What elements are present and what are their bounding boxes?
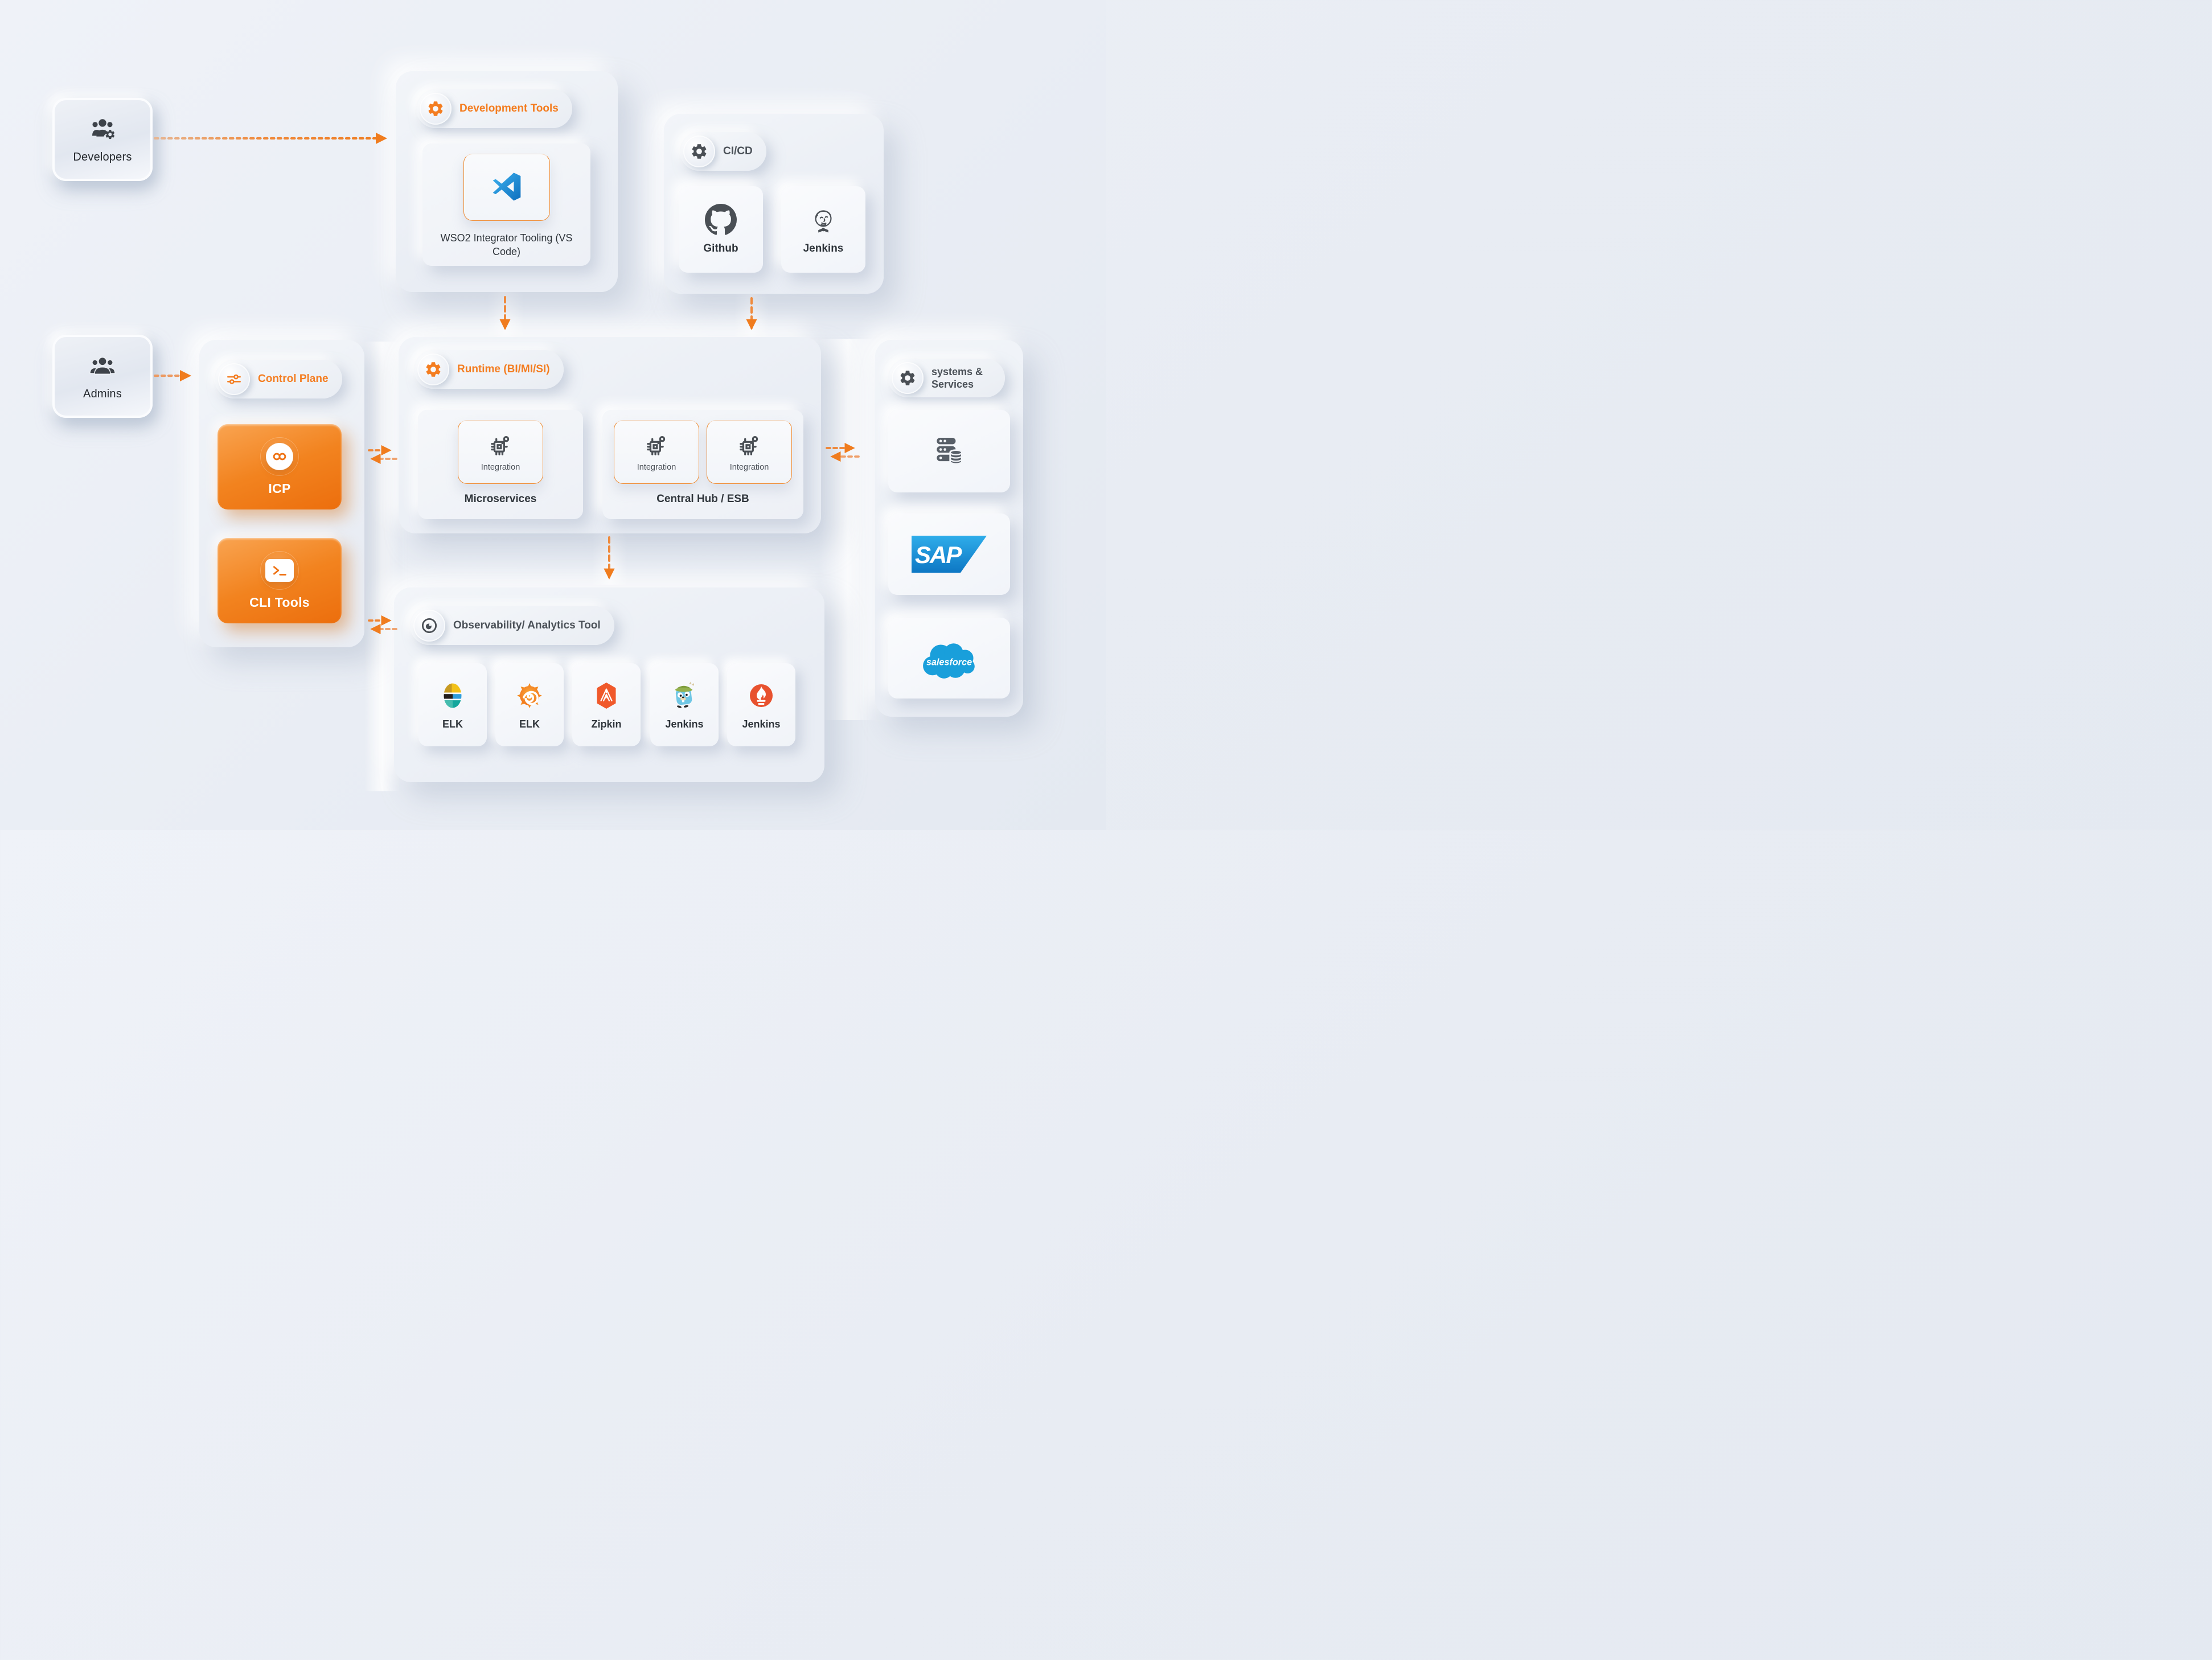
systems-services-title: systems & Services — [931, 365, 983, 391]
systems-services-panel: systems & Services — [875, 340, 1023, 717]
jaeger-gopher-icon — [668, 680, 700, 712]
light-band — [819, 339, 877, 720]
runtime-title-pill: Runtime (BI/MI/SI) — [414, 350, 564, 389]
systems-services-title-pill: systems & Services — [888, 359, 1005, 397]
terminal-icon — [261, 551, 298, 589]
wso2-tooling-label: WSO2 Integrator Tooling (VS Code) — [440, 232, 573, 258]
jenkins-jaeger-card: Jenkins — [650, 663, 719, 746]
microservices-card: Integration Microservices — [418, 410, 583, 519]
vscode-chipbox — [463, 154, 550, 221]
server-database-icon — [931, 434, 967, 469]
light-band — [734, 291, 769, 339]
elk-grafana-card: ELK — [495, 663, 564, 746]
runtime-panel: Runtime (BI/MI/SI) Integration Microserv… — [399, 337, 821, 533]
eye-icon — [413, 610, 445, 642]
prometheus-icon — [745, 680, 777, 712]
elk-elasticsearch-card: ELK — [418, 663, 487, 746]
light-band — [592, 531, 627, 585]
microservices-label: Microservices — [464, 493, 537, 505]
development-tools-panel: Development Tools WSO2 Integrator Toolin… — [396, 71, 618, 292]
observability-title-pill: Observability/ Analytics Tool — [410, 606, 614, 645]
integration-chipbox: Integration — [458, 420, 543, 484]
elk-label: ELK — [519, 718, 540, 730]
wso2-tooling-card: WSO2 Integrator Tooling (VS Code) — [422, 143, 590, 266]
cli-tools-label: CLI Tools — [249, 594, 310, 610]
jenkins-prometheus-card: Jenkins — [727, 663, 795, 746]
github-card: Github — [679, 186, 763, 273]
integration-chip-icon — [487, 432, 514, 458]
vscode-icon — [489, 170, 524, 205]
elk-label: ELK — [442, 718, 463, 730]
grafana-icon — [514, 680, 545, 712]
central-hub-label: Central Hub / ESB — [656, 493, 749, 505]
light-band — [487, 289, 524, 340]
developers-label: Developers — [73, 150, 132, 163]
gear-icon — [892, 362, 924, 394]
enterprise-systems-card — [888, 410, 1010, 492]
jenkins-label: Jenkins — [665, 718, 704, 730]
integration-chip-label: Integration — [729, 463, 769, 472]
icp-label: ICP — [268, 480, 291, 496]
cli-tools-button: CLI Tools — [217, 538, 342, 623]
integration-chip-icon — [736, 432, 762, 458]
admins-icon — [88, 352, 117, 380]
control-plane-title: Control Plane — [258, 373, 329, 385]
integration-chipbox: Integration — [707, 420, 792, 484]
gear-icon — [417, 354, 449, 385]
jenkins-label: Jenkins — [803, 243, 844, 254]
github-icon — [705, 204, 737, 236]
infinity-icon — [261, 437, 298, 475]
central-hub-card: Integration Integration Central Hub / ES… — [602, 410, 803, 519]
jenkins-label: Jenkins — [742, 718, 781, 730]
sap-logo-text: SAP — [915, 541, 962, 568]
cicd-title: CI/CD — [723, 145, 753, 158]
salesforce-card: salesforce — [888, 618, 1010, 698]
integration-chip-label: Integration — [481, 463, 520, 472]
admins-node: Admins — [52, 335, 153, 418]
zipkin-label: Zipkin — [591, 718, 622, 730]
sap-card: SAP — [888, 513, 1010, 595]
sap-logo: SAP — [912, 536, 987, 573]
elasticsearch-icon — [437, 680, 469, 712]
control-plane-title-pill: Control Plane — [215, 360, 342, 398]
integration-chip-icon — [643, 432, 670, 458]
gear-icon — [683, 135, 715, 167]
cicd-panel: CI/CD Github — [664, 114, 884, 294]
observability-title: Observability/ Analytics Tool — [453, 619, 601, 632]
development-tools-title-pill: Development Tools — [416, 89, 572, 128]
control-plane-panel: Control Plane ICP CLI Tools — [199, 340, 364, 647]
central-hub-chip-row: Integration Integration — [614, 420, 792, 484]
observability-panel: Observability/ Analytics Tool — [394, 587, 824, 782]
integration-chipbox: Integration — [614, 420, 699, 484]
admins-label: Admins — [83, 387, 122, 400]
icp-button: ICP — [217, 424, 342, 509]
runtime-title: Runtime (BI/MI/SI) — [457, 363, 550, 376]
zipkin-icon — [590, 680, 622, 712]
development-tools-title: Development Tools — [459, 102, 559, 115]
gear-icon — [420, 93, 452, 125]
github-label: Github — [703, 243, 738, 254]
salesforce-logo: salesforce — [917, 634, 981, 682]
jenkins-icon — [807, 204, 840, 237]
sliders-icon — [218, 363, 250, 395]
jenkins-card: Jenkins — [781, 186, 865, 273]
cicd-title-pill: CI/CD — [680, 132, 766, 171]
developers-icon — [88, 116, 117, 143]
integration-chip-label: Integration — [637, 463, 676, 472]
zipkin-card: Zipkin — [572, 663, 641, 746]
architecture-diagram: Developers Admins Development Tools — [0, 0, 1106, 830]
salesforce-logo-text: salesforce — [926, 657, 972, 667]
developers-node: Developers — [52, 98, 153, 181]
